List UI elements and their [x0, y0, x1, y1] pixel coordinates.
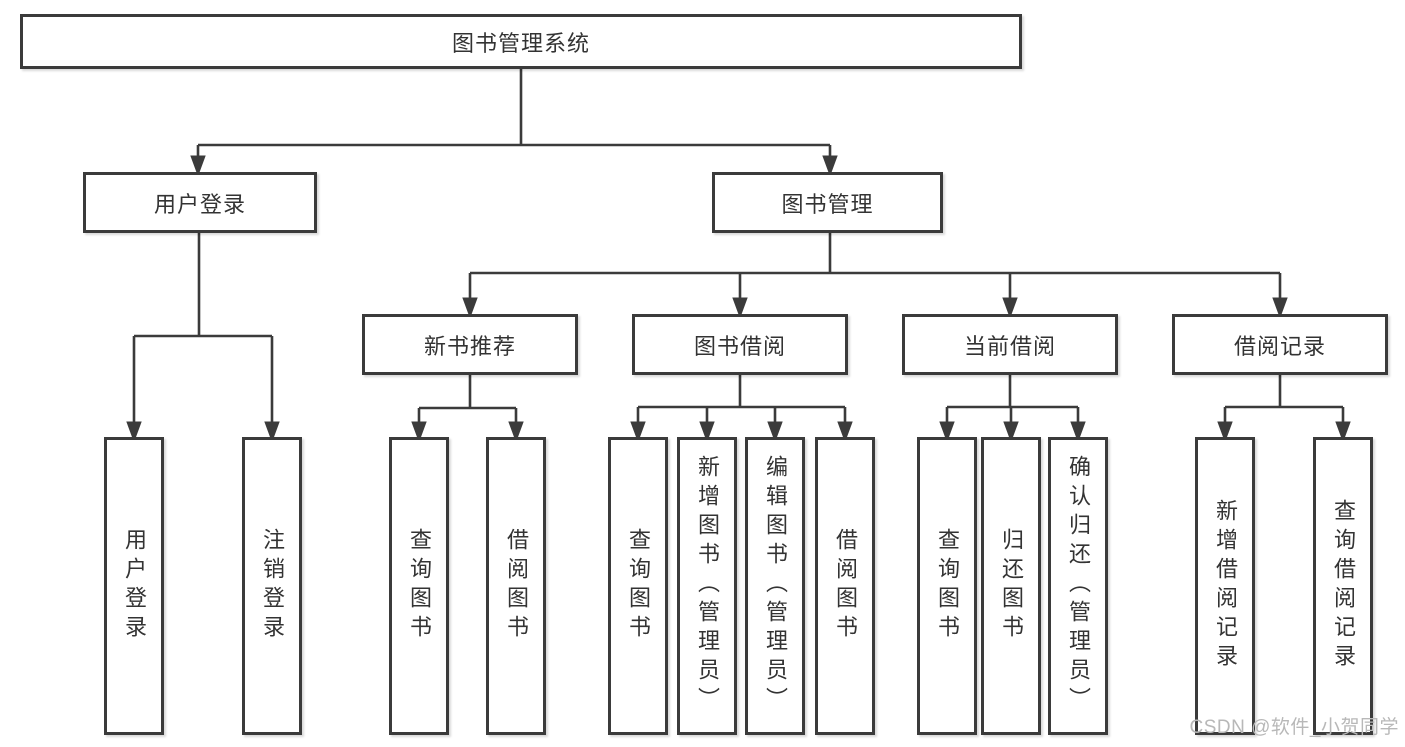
leaf-newrec-borrow-books: 借阅图书 [486, 437, 546, 735]
csdn-watermark: CSDN @软件_小贺同学 [1189, 717, 1399, 738]
leaf-borrow-borrow-books: 借阅图书 [815, 437, 875, 735]
leaf-record-add-borrow-record: 新增借阅记录 [1195, 437, 1255, 735]
node-current-borrow: 当前借阅 [902, 314, 1118, 375]
leaf-record-add-borrow-record-label: 新增借阅记录 [1213, 498, 1238, 674]
node-root-label: 图书管理系统 [451, 30, 590, 56]
node-root-system: 图书管理系统 [20, 14, 1022, 69]
node-user-login-label: 用户登录 [153, 191, 246, 217]
node-book-borrow-label: 图书借阅 [693, 333, 786, 359]
leaf-user-login-label: 用户登录 [122, 527, 147, 645]
node-book-borrow: 图书借阅 [632, 314, 848, 375]
leaf-borrow-query-books-label: 查询图书 [626, 527, 651, 645]
leaf-borrow-add-books-admin-label: 新增图书（管理员） [695, 455, 720, 717]
leaf-newrec-borrow-books-label: 借阅图书 [504, 527, 529, 645]
node-book-management-label: 图书管理 [781, 191, 874, 217]
leaf-borrow-add-books-admin: 新增图书（管理员） [677, 437, 737, 735]
leaf-current-return-books: 归还图书 [981, 437, 1041, 735]
node-new-book-recommend-label: 新书推荐 [423, 333, 516, 359]
leaf-borrow-borrow-books-label: 借阅图书 [833, 527, 858, 645]
leaf-logout: 注销登录 [242, 437, 302, 735]
node-book-management: 图书管理 [712, 172, 943, 233]
leaf-current-query-books: 查询图书 [917, 437, 977, 735]
leaf-current-return-books-label: 归还图书 [999, 527, 1024, 645]
leaf-newrec-query-books: 查询图书 [389, 437, 449, 735]
leaf-current-confirm-return-admin-label: 确认归还（管理员） [1066, 455, 1091, 717]
leaf-user-login: 用户登录 [104, 437, 164, 735]
leaf-current-confirm-return-admin: 确认归还（管理员） [1048, 437, 1108, 735]
node-borrow-record-label: 借阅记录 [1233, 333, 1326, 359]
leaf-current-query-books-label: 查询图书 [935, 527, 960, 645]
leaf-newrec-query-books-label: 查询图书 [407, 527, 432, 645]
leaf-borrow-edit-books-admin-label: 编辑图书（管理员） [763, 455, 788, 717]
node-borrow-record: 借阅记录 [1172, 314, 1388, 375]
node-new-book-recommend: 新书推荐 [362, 314, 578, 375]
leaf-borrow-query-books: 查询图书 [608, 437, 668, 735]
node-current-borrow-label: 当前借阅 [963, 333, 1056, 359]
leaf-borrow-edit-books-admin: 编辑图书（管理员） [745, 437, 805, 735]
node-user-login: 用户登录 [83, 172, 317, 233]
leaf-record-query-borrow-record-label: 查询借阅记录 [1331, 498, 1356, 674]
leaf-logout-label: 注销登录 [260, 527, 285, 645]
leaf-record-query-borrow-record: 查询借阅记录 [1313, 437, 1373, 735]
